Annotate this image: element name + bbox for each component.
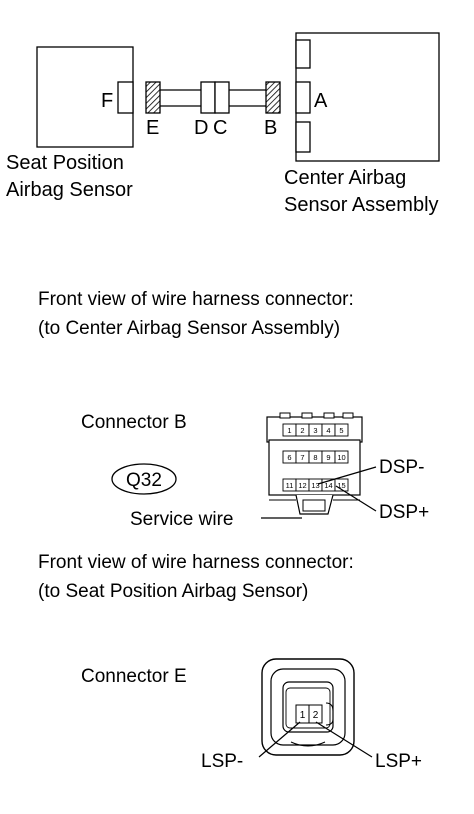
seat-sensor-label-line1: Seat Position	[6, 152, 124, 174]
connector-e-label: E	[146, 117, 159, 139]
service-wire-label: Service wire	[130, 509, 233, 530]
lsp-minus-leader	[258, 721, 301, 758]
dsp-plus-label: DSP+	[379, 502, 429, 523]
center-sensor-jack-3	[295, 121, 311, 153]
connector-b-tab-3	[323, 412, 335, 419]
connector-b-callouts: DSP- DSP+ Service wire	[130, 457, 429, 530]
connector-b-pin-label: 5	[339, 426, 343, 435]
dsp-minus-leader	[317, 466, 377, 485]
seat-sensor-box	[36, 46, 134, 148]
lsp-plus-leader	[315, 721, 373, 758]
q32-ellipse	[111, 463, 177, 495]
connector-b-caption-line1: Front view of wire harness connector:	[38, 289, 354, 310]
connector-a-label: A	[314, 90, 328, 112]
connector-b-pin-label: 6	[287, 453, 291, 462]
connector-b-pin-label: 2	[300, 426, 304, 435]
connector-b-caption-line2: (to Center Airbag Sensor Assembly)	[38, 318, 340, 339]
connector-e-lock-tab	[325, 702, 334, 726]
connector-e-plug	[145, 81, 161, 114]
connector-f-jack	[117, 81, 134, 114]
connector-b-pin-label: 1	[287, 426, 291, 435]
connector-e-face: 1 2	[261, 658, 355, 756]
connector-b-pin-label: 12	[298, 481, 306, 490]
harness: E D C B	[145, 81, 281, 139]
connector-b-pin-label: 10	[337, 453, 345, 462]
connector-b-tab-2	[301, 412, 313, 419]
seat-sensor-label-line2: Airbag Sensor	[6, 179, 133, 201]
center-airbag-sensor-assembly: A Center Airbag Sensor Assembly	[284, 32, 440, 216]
connector-b-pin-cell	[334, 423, 349, 437]
connector-b-latch-slot	[302, 499, 326, 512]
connector-b-pin-label: 4	[326, 426, 330, 435]
connector-e-caption-line1: Front view of wire harness connector:	[38, 552, 354, 573]
q32-code-badge: Q32	[111, 463, 177, 495]
connector-b-pin-label: 7	[300, 453, 304, 462]
connector-e-caption-line2: (to Seat Position Airbag Sensor)	[38, 581, 308, 602]
connector-b-tab-4	[342, 412, 354, 419]
connector-e-bottom-key	[290, 741, 326, 747]
connector-b-pin-cell	[334, 450, 349, 464]
connector-b-label: B	[264, 117, 277, 139]
center-sensor-label-line2: Sensor Assembly	[284, 194, 439, 216]
connector-a-jack	[295, 81, 311, 114]
q32-label: Q32	[126, 470, 162, 491]
center-sensor-label-line1: Center Airbag	[284, 167, 406, 189]
connector-e-title: Connector E	[81, 666, 187, 687]
connector-b-pin-label: 13	[311, 481, 319, 490]
connector-f-label: F	[101, 90, 113, 112]
connector-b-title: Connector B	[81, 412, 187, 433]
connector-d	[200, 81, 216, 114]
lsp-plus-label: LSP+	[375, 751, 422, 772]
connector-e-pin-2-label: 2	[313, 710, 319, 721]
connector-b-plug	[265, 81, 281, 114]
connector-c-label: C	[213, 117, 227, 139]
seat-position-airbag-sensor: F Seat Position Airbag Sensor	[6, 46, 134, 201]
dsp-minus-label: DSP-	[379, 457, 424, 478]
connector-e-pin-2-cell	[308, 704, 323, 724]
center-sensor-jack-1	[295, 39, 311, 69]
lsp-minus-label: LSP-	[201, 751, 243, 772]
dsp-plus-leader	[335, 485, 377, 512]
connector-b-pin-label: 9	[326, 453, 330, 462]
connector-b-pin-label: 14	[324, 481, 332, 490]
connector-b-pin-label: 11	[286, 481, 294, 490]
center-sensor-box	[295, 32, 440, 162]
connector-b-pin-label: 15	[337, 481, 345, 490]
connector-b-tab-1	[279, 412, 291, 419]
connector-e-callouts: LSP- LSP+	[201, 721, 422, 772]
connector-b-pin-label: 3	[313, 426, 317, 435]
connector-b-pin-label: 8	[313, 453, 317, 462]
connector-d-label: D	[194, 117, 208, 139]
connector-c	[214, 81, 230, 114]
connector-e-pin-1-label: 1	[300, 710, 306, 721]
